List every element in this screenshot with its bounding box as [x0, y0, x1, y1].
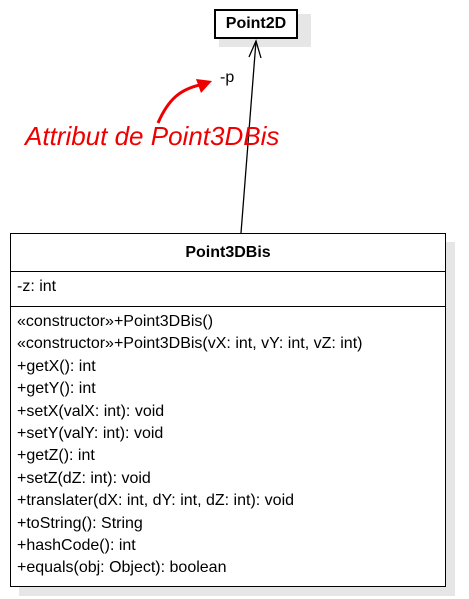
method-item[interactable]: +translater(dX: int, dY: int, dZ: int): …	[17, 492, 295, 510]
annotation-text: Attribut de Point3DBis	[25, 121, 280, 151]
method-item[interactable]: +setY(valY: int): void	[17, 425, 164, 443]
attribute-item[interactable]: -z: int	[17, 278, 57, 295]
class-point3dbis[interactable]: Point3DBis -z: int «constructor»+Point3D…	[10, 233, 446, 587]
association-line	[240, 40, 257, 234]
class-methods: «constructor»+Point3DBis() «constructor»…	[11, 307, 445, 580]
method-item[interactable]: +hashCode(): int	[17, 537, 136, 555]
method-item[interactable]: +getY(): int	[17, 380, 96, 398]
method-item[interactable]: +equals(obj: Object): boolean	[17, 559, 227, 577]
association-role-label: -p	[220, 69, 235, 86]
method-item[interactable]: +toString(): String	[17, 514, 143, 532]
association-arrowhead	[248, 39, 262, 59]
annotation-arrow	[156, 82, 206, 124]
class-point2d-name: Point2D	[225, 15, 287, 32]
annotation-arrowhead	[196, 79, 212, 93]
class-attributes: -z: int	[11, 272, 445, 307]
method-item[interactable]: +setZ(dZ: int): void	[17, 469, 151, 487]
method-item[interactable]: «constructor»+Point3DBis()	[17, 313, 214, 330]
method-item[interactable]: «constructor»+Point3DBis(vX: int, vY: in…	[17, 335, 363, 353]
class-point2d[interactable]: Point2D	[214, 9, 298, 39]
method-item[interactable]: +setX(valX: int): void	[17, 402, 165, 420]
class-point3dbis-header: Point3DBis	[11, 234, 445, 272]
method-item[interactable]: +getZ(): int	[17, 447, 95, 465]
class-point3dbis-name: Point3DBis	[185, 243, 271, 261]
method-item[interactable]: +getX(): int	[17, 357, 96, 375]
